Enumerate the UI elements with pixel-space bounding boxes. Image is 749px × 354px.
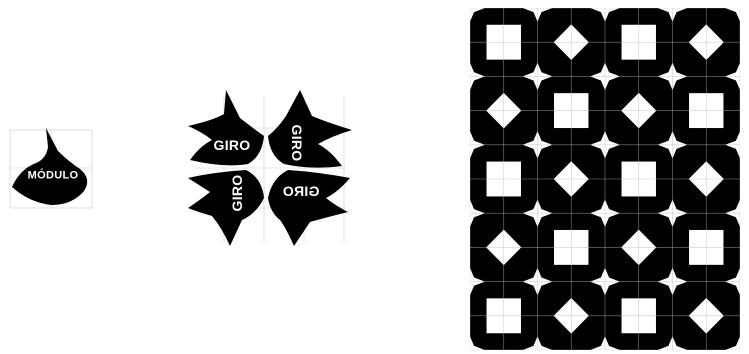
- rotation-module-bottom-right: [268, 170, 350, 246]
- rotation-label-90: GIRO: [290, 125, 304, 162]
- rotation-module-top-left: [188, 90, 264, 165]
- module-label: MÓDULO: [28, 171, 79, 182]
- module-shape: [6, 125, 96, 210]
- module-figure: MÓDULO: [6, 125, 96, 210]
- tessellation-pattern: [470, 8, 740, 350]
- module-silhouette: [12, 128, 87, 205]
- rotation-label-180: GIRO: [283, 184, 320, 198]
- rotation-label-270: GIRO: [230, 175, 244, 212]
- rotation-figure: GIRO GIRO GIRO GIRO: [184, 88, 356, 248]
- rotation-module-bottom-left: [188, 170, 264, 246]
- pattern-figure: [470, 8, 740, 350]
- rotation-label-0: GIRO: [214, 138, 251, 152]
- rotation-module-top-right: [268, 90, 352, 168]
- rotation-shape: [184, 88, 356, 248]
